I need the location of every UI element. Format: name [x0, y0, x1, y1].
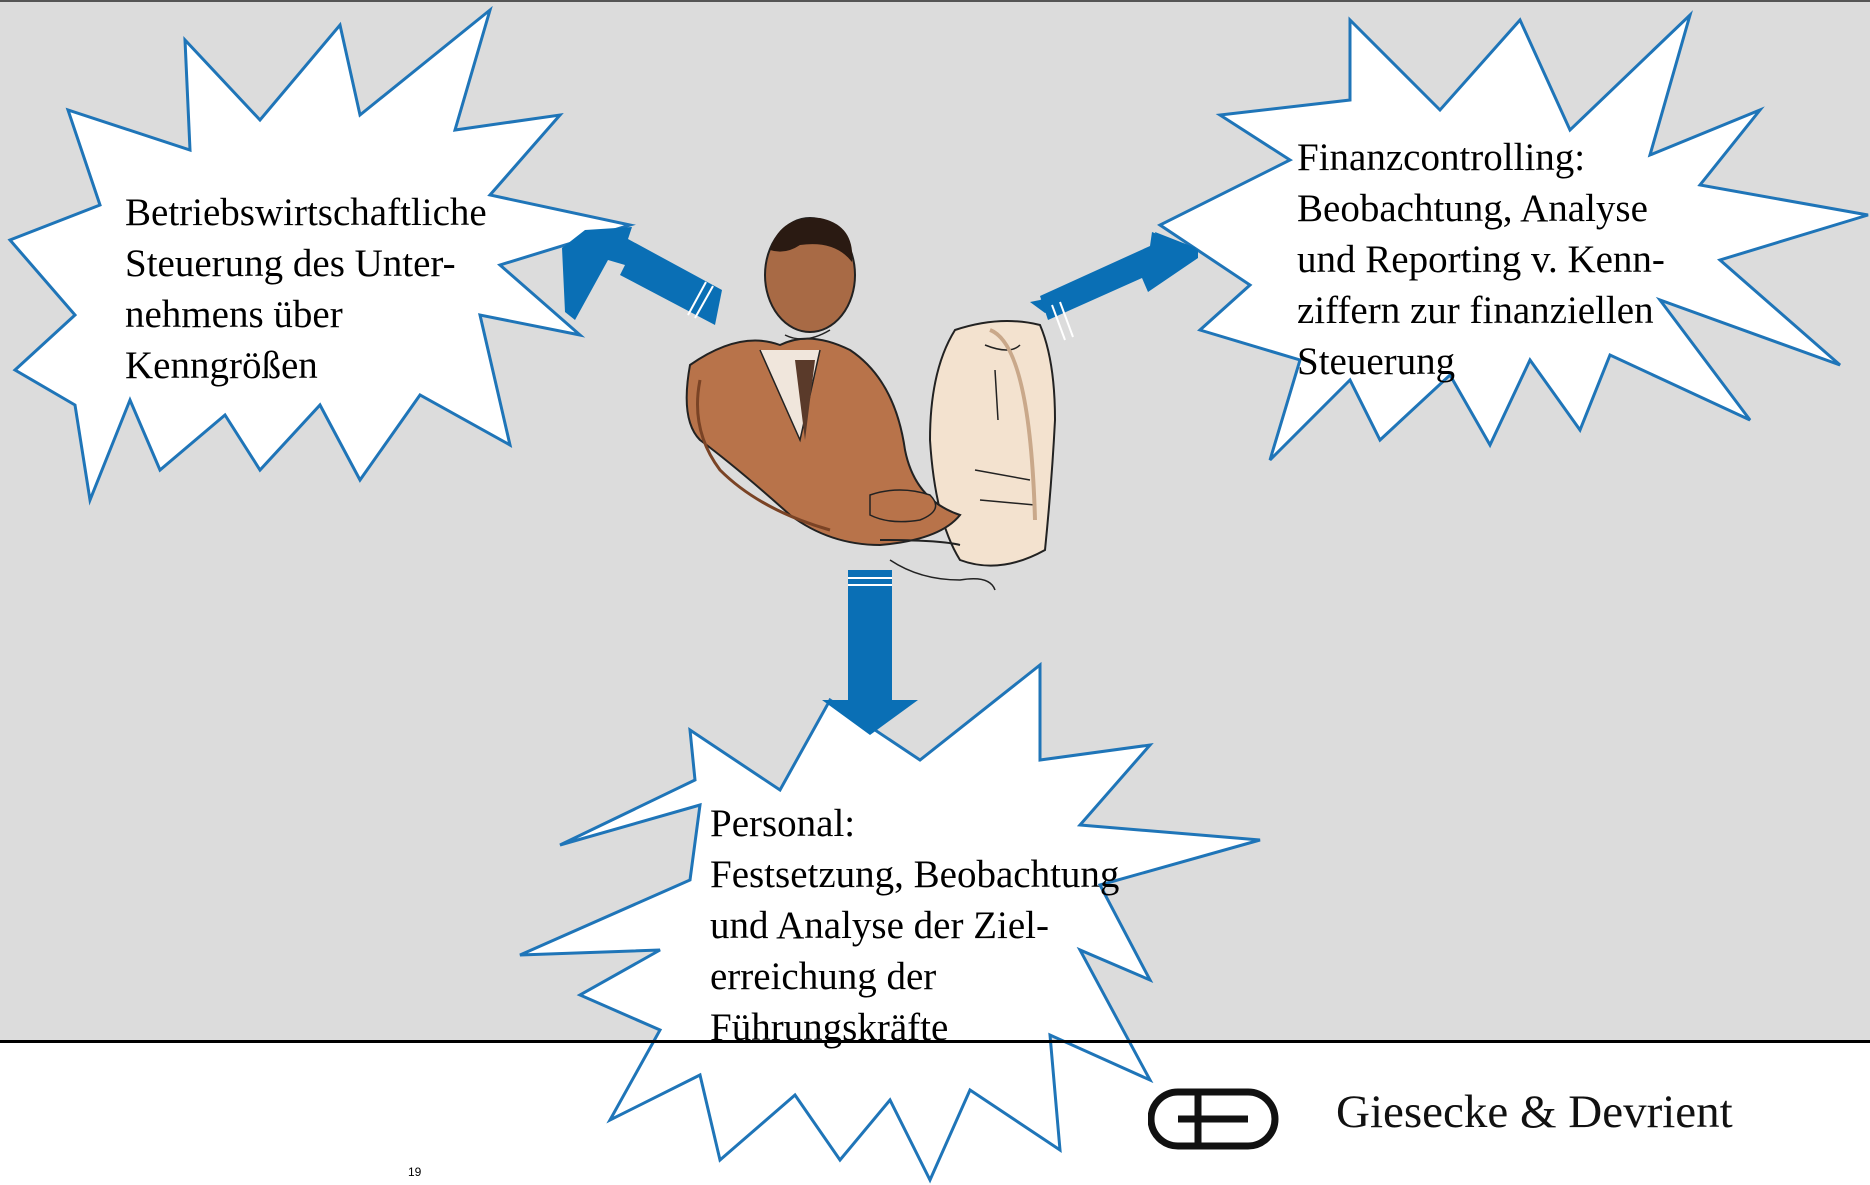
burst-right-line: Steuerung	[1297, 336, 1665, 387]
burst-right-line: Finanzcontrolling:	[1297, 132, 1665, 183]
burst-bottom-line: erreichung der	[710, 951, 1119, 1002]
company-name: Giesecke & Devrient	[1336, 1085, 1733, 1139]
burst-left-line: Kenngrößen	[125, 340, 487, 391]
burst-text-bottom: Personal: Festsetzung, Beobachtung und A…	[710, 798, 1119, 1053]
burst-bottom-line: Festsetzung, Beobachtung	[710, 849, 1119, 900]
arrow-to-bottom-burst	[822, 570, 918, 735]
arrow-to-left-burst	[562, 227, 722, 325]
burst-bottom-line: und Analyse der Ziel-	[710, 900, 1119, 951]
burst-right-line: Beobachtung, Analyse	[1297, 183, 1665, 234]
burst-left-line: Steuerung des Unter-	[125, 238, 487, 289]
burst-bottom-line: Personal:	[710, 798, 1119, 849]
gd-logo-icon	[1148, 1088, 1288, 1150]
burst-right-line: und Reporting v. Kenn-	[1297, 234, 1665, 285]
arrow-to-right-burst	[1030, 232, 1198, 340]
page-number: 19	[408, 1165, 421, 1179]
burst-bottom-line: Führungskräfte	[710, 1002, 1119, 1053]
burst-left-line: Betriebswirtschaftliche	[125, 187, 487, 238]
burst-text-right: Finanzcontrolling: Beobachtung, Analyse …	[1297, 132, 1665, 387]
burst-left-line: nehmens über	[125, 289, 487, 340]
businessman-computer-illustration	[687, 218, 1055, 590]
burst-text-left: Betriebswirtschaftliche Steuerung des Un…	[125, 187, 487, 391]
burst-right-line: ziffern zur finanziellen	[1297, 285, 1665, 336]
footer-divider	[0, 1040, 1870, 1043]
